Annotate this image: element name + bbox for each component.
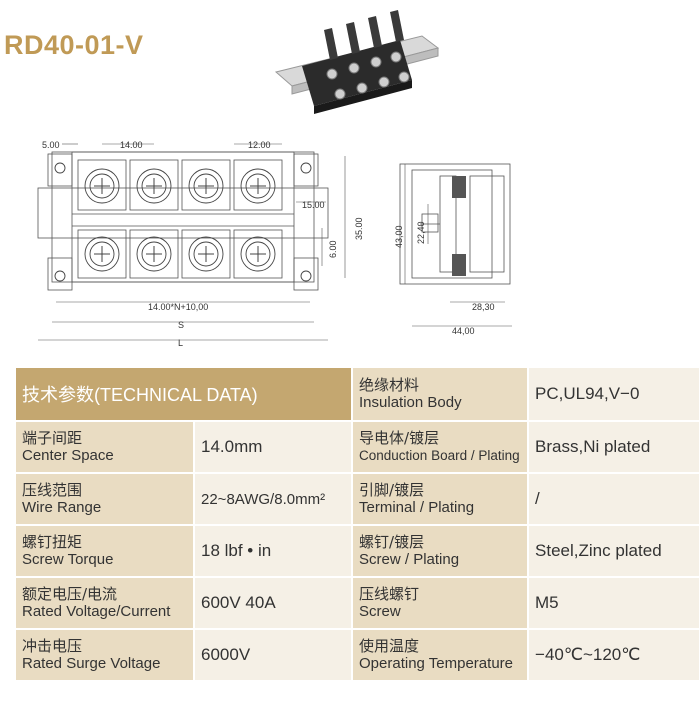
product-photo [274,10,440,114]
screw-torque-label: 螺钉扭矩 Screw Torque [16,525,195,578]
dim-S: S [178,320,184,330]
terminal-plating-value: / [528,473,700,526]
dim-44-00: 44,00 [452,326,475,336]
table-row: 冲击电压 Rated Surge Voltage 6000V 使用温度 Oper… [16,629,700,682]
operating-temperature-label: 使用温度 Operating Temperature [352,629,530,682]
dim-43-00: 43,00 [394,225,404,248]
dim-5-00: 5.00 [42,140,60,150]
screw-value: M5 [528,577,700,630]
conduction-board-value: Brass,Ni plated [528,421,700,474]
screw-label: 压线螺钉 Screw [352,577,530,630]
table-row: 端子间距 Center Space 14.0mm 导电体/镀层 Conducti… [16,421,700,474]
technical-drawing: 5.00 14.00 12.00 15.00 6.00 35.00 14.00*… [37,140,512,348]
insulation-label: 绝缘材料 Insulation Body [352,368,530,422]
dim-35-00: 35.00 [354,217,364,240]
table-row: 螺钉扭矩 Screw Torque 18 lbf • in 螺钉/镀层 Scre… [16,525,700,578]
dim-14-00: 14.00 [120,140,143,150]
dim-L: L [178,338,183,348]
screw-plating-value: Steel,Zinc plated [528,525,700,578]
table-row: 额定电压/电流 Rated Voltage/Current 600V 40A 压… [16,577,700,630]
table-row: 压线范围 Wire Range 22~8AWG/8.0mm² 引脚/镀层 Ter… [16,473,700,526]
dim-28-30: 28,30 [472,302,495,312]
conduction-board-label: 导电体/镀层 Conduction Board / Plating [352,421,530,474]
surge-voltage-value: 6000V [194,629,354,682]
terminal-plating-label: 引脚/镀层 Terminal / Plating [352,473,530,526]
screw-torque-value: 18 lbf • in [194,525,354,578]
technical-data-table: 技术参数(TECHNICAL DATA) 绝缘材料 Insulation Bod… [16,368,700,682]
product-title: RD40-01-V [4,30,144,60]
center-space-label: 端子间距 Center Space [16,421,195,474]
dim-6-00: 6.00 [328,240,338,258]
dim-15-00: 15.00 [302,200,325,210]
rated-voltage-value: 600V 40A [194,577,354,630]
screw-plating-label: 螺钉/镀层 Screw / Plating [352,525,530,578]
wire-range-label: 压线范围 Wire Range [16,473,195,526]
insulation-value: PC,UL94,V−0 [528,368,700,422]
wire-range-value: 22~8AWG/8.0mm² [194,473,354,526]
dim-12-00: 12.00 [248,140,271,150]
rated-voltage-label: 额定电压/电流 Rated Voltage/Current [16,577,195,630]
operating-temperature-value: −40℃~120℃ [528,629,700,682]
center-space-value: 14.0mm [194,421,354,474]
dim-formula: 14.00*N+10,00 [148,302,208,312]
dim-22-40: 22,40 [416,221,426,244]
surge-voltage-label: 冲击电压 Rated Surge Voltage [16,629,195,682]
technical-data-header: 技术参数(TECHNICAL DATA) [16,368,354,422]
